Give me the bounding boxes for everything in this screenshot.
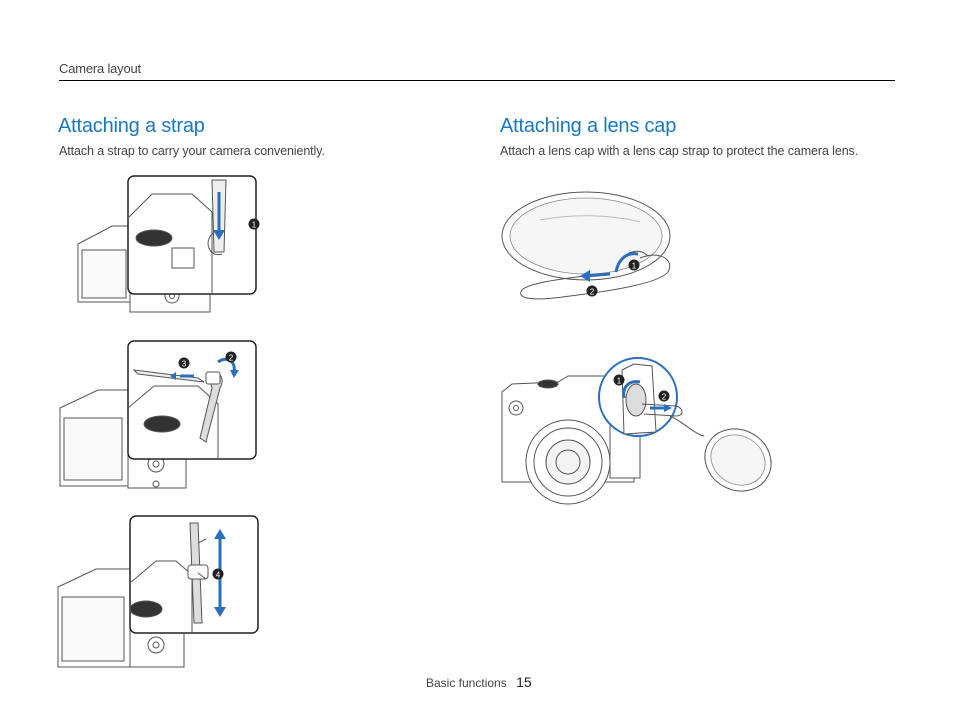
strap-step-1-illustration: 1 — [77, 175, 260, 313]
header-section-label: Camera layout — [59, 61, 141, 76]
strap-step-2-3-zoom-frame — [127, 340, 257, 460]
strap-step-4-illustration: 4 — [57, 515, 259, 668]
lens-cap-strap-illustration: 1 2 — [501, 191, 671, 300]
step-3-badge: 3 — [182, 360, 187, 369]
lens-cap-section-title: Attaching a lens cap — [500, 115, 677, 137]
strap-section-description: Attach a strap to carry your camera conv… — [59, 144, 325, 158]
lens-cap-camera-illustration: 1 2 — [501, 357, 772, 505]
header-rule — [59, 80, 895, 81]
lens-cap-step-2-badge: 2 — [590, 288, 595, 297]
page-footer: Basic functions 15 — [426, 674, 532, 690]
strap-section-title: Attaching a strap — [58, 115, 205, 137]
step-2-badge: 2 — [229, 354, 234, 363]
step-1-badge: 1 — [252, 221, 257, 230]
lens-cap-step-1-badge: 1 — [632, 262, 637, 271]
step-4-badge: 4 — [216, 571, 221, 580]
lens-cap-section-description: Attach a lens cap with a lens cap strap … — [500, 144, 859, 158]
page-number: 15 — [516, 674, 532, 690]
strap-step-2-3-illustration: 3 2 — [59, 340, 257, 489]
footer-label: Basic functions — [426, 676, 507, 690]
lens-cap-step-1b-badge: 1 — [617, 377, 622, 386]
lens-cap-step-2b-badge: 2 — [662, 393, 667, 402]
